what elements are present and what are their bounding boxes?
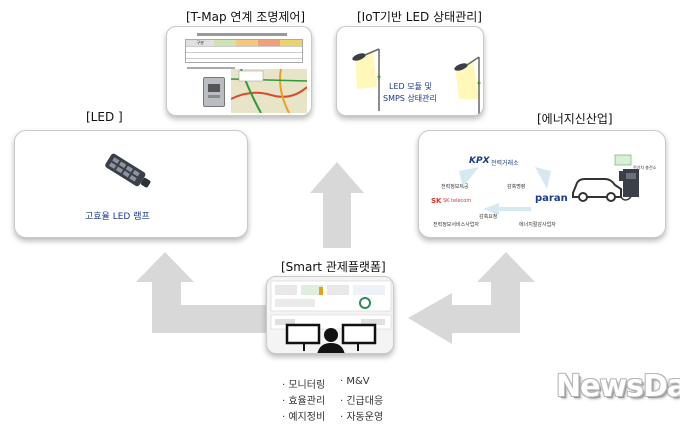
tmap-header-cell [214, 40, 237, 46]
led-panel: 고효율 LED 램프 [14, 130, 248, 238]
iot-panel: LED 모듈 및 SMPS 상태관리 [336, 26, 484, 116]
feature-item: · 긴급대응 [340, 396, 384, 407]
platform-panel [266, 276, 394, 354]
energy-title: [에너지신산업] [537, 112, 613, 126]
edge-reduce-label: 감축명령 [507, 184, 526, 190]
kpx-label: 전력거래소 [491, 160, 519, 167]
up-arrow [310, 162, 364, 248]
tmap-doc-heading [197, 33, 287, 36]
left-elbow-arrow [136, 252, 266, 333]
platform-title: [Smart 관제플랫폼] [281, 260, 386, 274]
feature-item: · M&V [340, 376, 370, 387]
iot-caption-line2: SMPS 상태관리 [383, 94, 437, 103]
newsda-watermark: NewsDa [556, 369, 680, 404]
energy-flow-arrows [459, 167, 551, 215]
feature-label: 긴급대응 [346, 396, 384, 407]
led-lamp-icon [105, 153, 151, 188]
right-elbow-arrow [408, 252, 535, 344]
tmap-header-cell [258, 40, 281, 46]
paran-logo: paran [535, 193, 568, 204]
feature-item: · 자동운영 [340, 412, 384, 423]
energy-panel: KPX 전력거래소 전력정보제공 감축명령 SK SK telecom para… [418, 130, 666, 238]
feature-item: · 효율관리 [282, 396, 326, 407]
feature-item: · 모니터링 [282, 380, 326, 391]
kpx-logo: KPX [469, 156, 490, 166]
feature-label: 예지정비 [288, 412, 326, 423]
iot-caption-line1: LED 모듈 및 [389, 82, 432, 91]
feature-label: 효율관리 [288, 396, 326, 407]
skt-logo: SK [431, 197, 442, 205]
tmap-table-row [186, 46, 302, 52]
edge-request-label: 감축요청 [479, 214, 498, 220]
charger-label: 전기차 충전소 [633, 165, 657, 170]
skt-label: SK telecom [443, 198, 472, 204]
tmap-caption-line [187, 67, 235, 69]
led-caption: 고효율 LED 램프 [85, 212, 150, 222]
feature-item: · 예지정비 [282, 412, 326, 423]
led-title: [LED ] [86, 110, 123, 124]
tmap-table-row [186, 58, 302, 63]
feature-label: 자동운영 [346, 412, 384, 423]
tmap-panel: 구분 [166, 26, 312, 116]
iot-title: [IoT기반 LED 상태관리] [357, 10, 482, 24]
feature-label: 모니터링 [288, 380, 326, 391]
dashboard-screens-icon [270, 280, 392, 353]
traffic-map-icon [231, 69, 307, 113]
controller-device-icon [203, 77, 225, 107]
feature-label: M&V [346, 376, 370, 387]
tmap-header-cell [236, 40, 259, 46]
demand-provider-label: 에너지절감사업자 [519, 222, 556, 228]
tmap-table-header: 구분 [186, 40, 215, 46]
tmap-table-row [186, 52, 302, 58]
street-lamps-icon [352, 48, 481, 115]
ev-charging-icon [572, 154, 639, 202]
tmap-control-table: 구분 [185, 39, 303, 63]
service-provider-label: 전력정보서비스사업자 [433, 222, 480, 228]
tmap-title: [T-Map 연계 조명제어] [186, 10, 306, 24]
tmap-header-cell [280, 40, 303, 46]
edge-info-label: 전력정보제공 [441, 184, 469, 190]
